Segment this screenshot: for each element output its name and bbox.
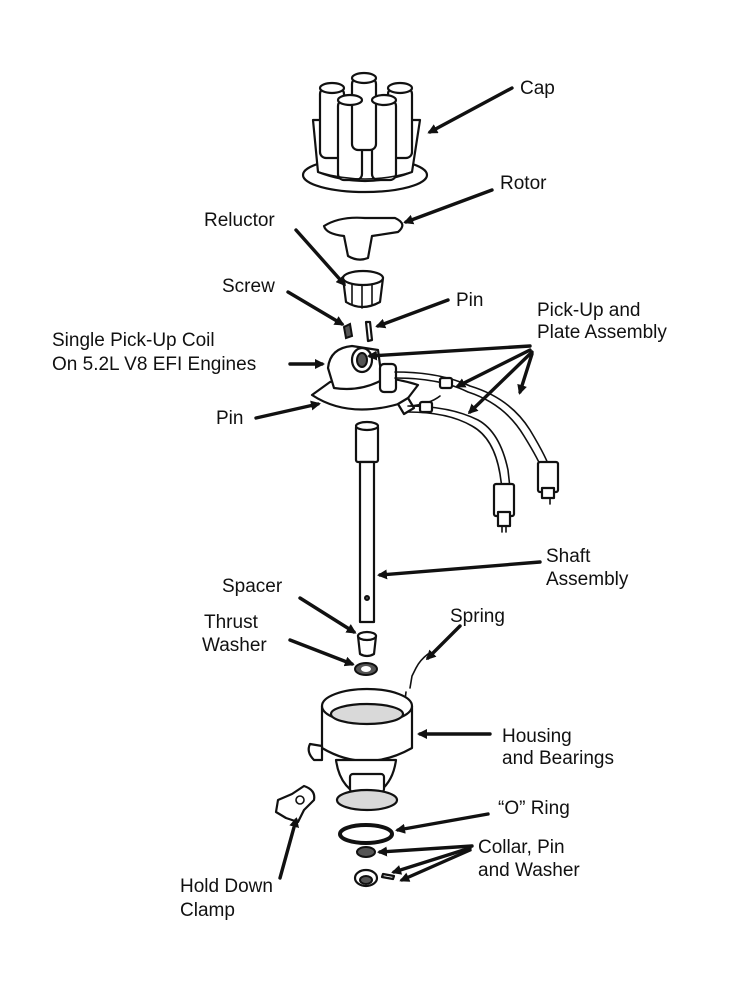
labels: Cap Rotor Reluctor Screw Pin Pick-Up and… [52,78,667,921]
label-pickup-plate-line1: Pick-Up and [537,300,641,321]
collar-pin-washer [353,846,396,888]
label-thrust-line2: Washer [202,635,267,656]
label-collar-line1: Collar, Pin [478,837,565,858]
thrust-washer [354,662,378,676]
hold-down-clamp [274,784,316,824]
label-reluctor: Reluctor [204,210,275,231]
label-spacer: Spacer [222,576,283,597]
screw [342,322,354,340]
reluctor [341,269,385,309]
shaft-assembly [354,420,380,624]
rotor [322,216,404,261]
label-shaft-line1: Shaft [546,546,591,567]
label-pin-top: Pin [456,290,483,311]
label-housing-line1: Housing [502,726,572,747]
label-cap: Cap [520,78,555,99]
label-shaft-line2: Assembly [546,569,629,590]
label-spring: Spring [450,606,505,627]
spacer [356,630,378,658]
pin-top [364,320,374,343]
leader-arrows [254,86,542,882]
label-housing-line2: and Bearings [502,748,614,769]
distributor-cap [301,71,429,194]
housing-and-bearings [307,687,414,812]
label-thrust-line1: Thrust [204,612,259,633]
label-rotor: Rotor [500,173,547,194]
label-pickup-plate-line2: Plate Assembly [537,322,667,343]
label-collar-line2: and Washer [478,860,580,881]
pickup-plate-assembly [310,344,560,533]
label-hold-down-line2: Clamp [180,900,235,921]
label-o-ring: “O” Ring [498,798,570,819]
label-single-coil-line1: Single Pick-Up Coil [52,330,215,351]
label-screw: Screw [222,276,275,297]
o-ring [338,823,394,845]
label-single-coil-line2: On 5.2L V8 EFI Engines [52,354,256,375]
label-pin-left: Pin [216,408,243,429]
label-hold-down-line1: Hold Down [180,876,273,897]
